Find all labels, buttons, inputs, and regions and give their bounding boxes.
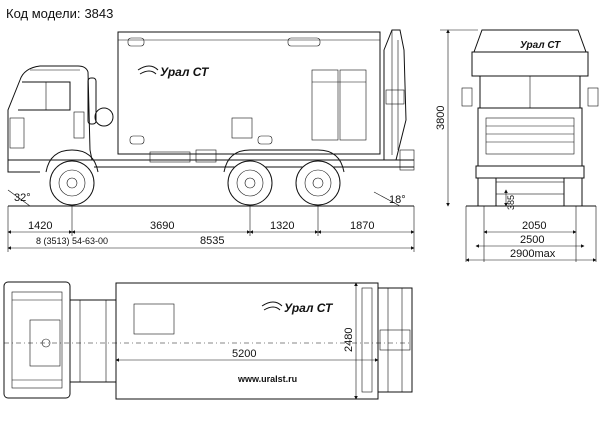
dim-track: 2050: [522, 220, 546, 232]
side-dimension-row: 1420 3690 1320 1870 8 (3513) 54-63-00 85…: [7, 206, 415, 252]
model-code-value: 3843: [84, 6, 114, 21]
phone-number: 8 (3513) 54-63-00: [36, 236, 108, 246]
top-brand-name: Урал СТ: [284, 301, 334, 315]
top-view: 5200 2480 Урал СТ www.uralst.ru: [3, 281, 413, 400]
dim-body-length: 5200: [232, 348, 256, 360]
dim-tandem: 1320: [270, 220, 294, 232]
website: www.uralst.ru: [237, 374, 297, 384]
dim-width-max: 2900max: [510, 248, 556, 260]
dim-overall-length: 8535: [200, 235, 224, 247]
model-code-label: Код модели:: [6, 6, 81, 21]
side-body: [117, 31, 381, 155]
side-wheels: [45, 149, 345, 206]
model-code-header: Код модели:3843: [6, 6, 117, 21]
dim-body-width: 2480: [343, 328, 355, 352]
angle-rear-label: 18°: [389, 194, 406, 206]
side-brand-name: Урал СТ: [160, 65, 210, 79]
dim-width: 2500: [520, 234, 544, 246]
angle-front-label: 32°: [14, 192, 31, 204]
side-brand-logo: Урал СТ: [137, 65, 210, 79]
side-cab: [7, 65, 114, 161]
front-brand-name: Урал СТ: [520, 40, 561, 51]
dim-rear-overhang: 1870: [350, 220, 374, 232]
front-view: Урал СТ 3800 385 2050 2500 2900max: [435, 29, 599, 262]
dim-clearance: 385: [506, 195, 516, 210]
dim-front-overhang: 1420: [28, 220, 52, 232]
side-view: 32° 18° 1420 3690 1320 1870 8 (3513) 54-…: [7, 29, 415, 252]
dim-wheelbase: 3690: [150, 220, 174, 232]
side-crane: [383, 29, 407, 161]
side-chassis: [7, 149, 415, 173]
dim-height: 3800: [435, 106, 447, 130]
